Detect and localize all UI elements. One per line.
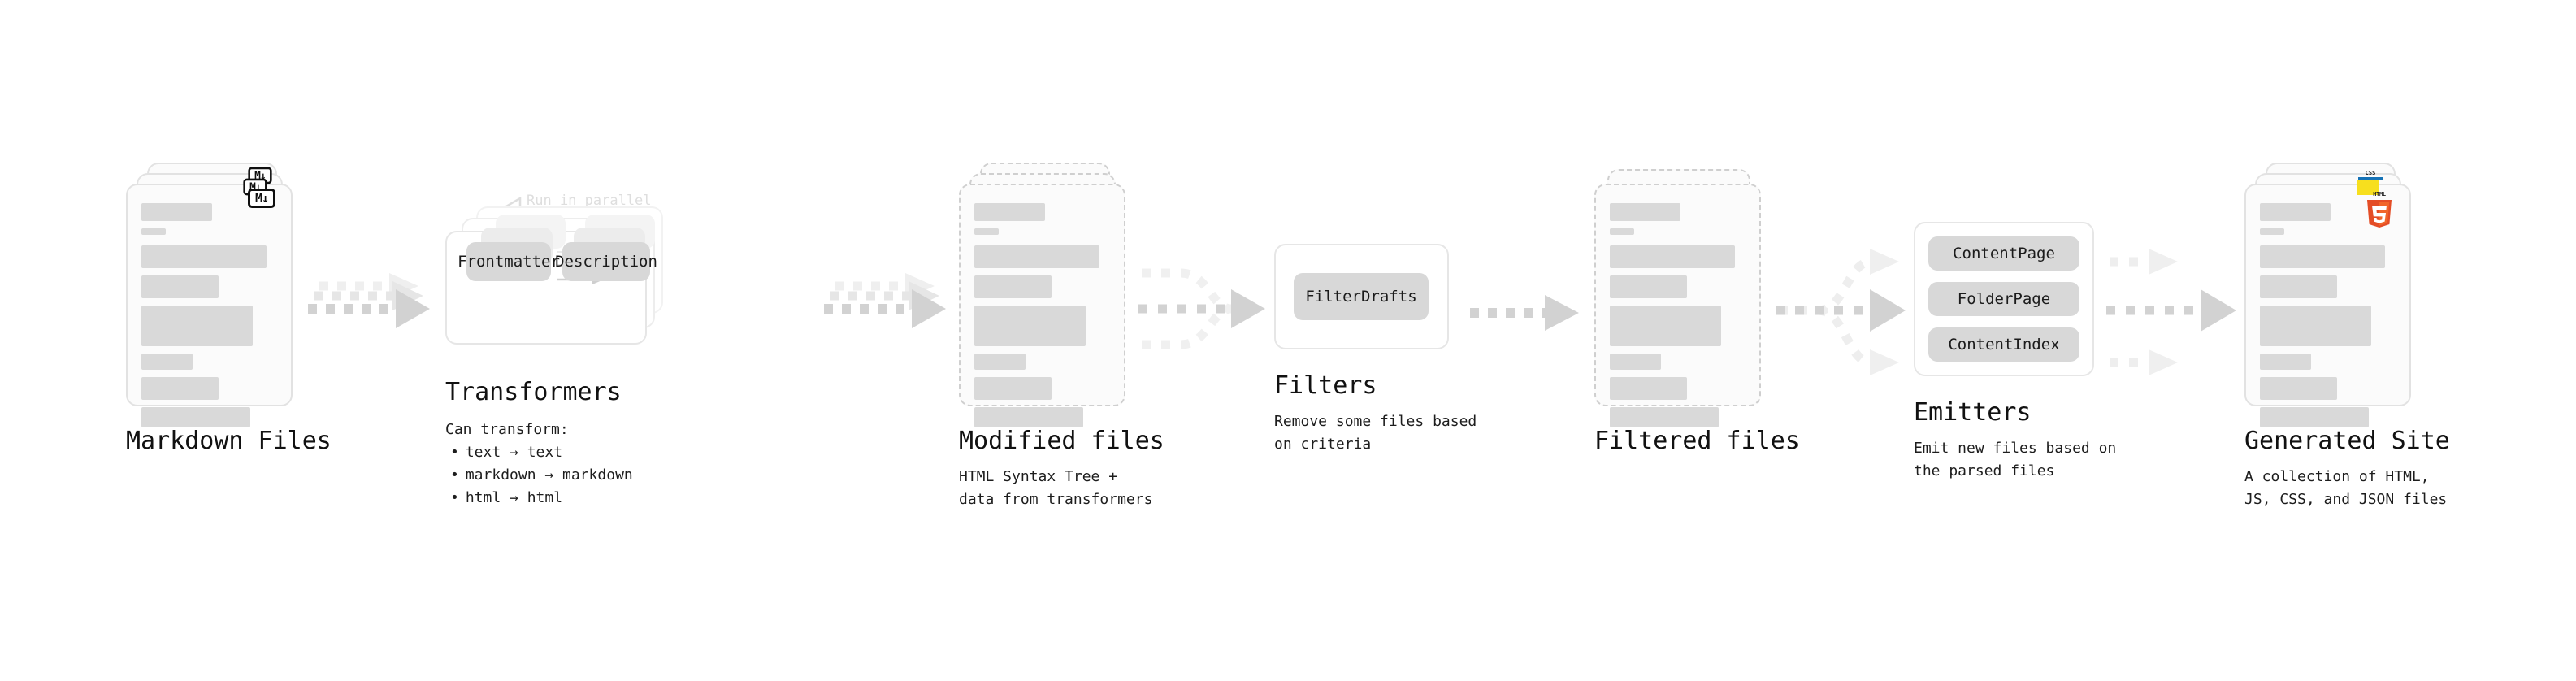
content-line [2260,228,2285,235]
content-line [141,203,212,221]
content-line [141,407,250,427]
filtered-card-front [1594,184,1761,427]
content-line [974,407,1083,427]
markdown-card-front [126,184,293,427]
stage-title-filtered-files: Filtered files [1594,427,1800,455]
content-line [1610,407,1719,427]
transformer-chip-frontmatter[interactable]: Frontmatter [458,242,560,281]
run-in-parallel-note: Run in parallel [527,193,652,209]
transformers-desc-head: Can transform: [445,421,569,438]
emitter-chip-contentpage[interactable]: ContentPage [1928,236,2079,271]
content-line [974,228,1000,235]
transformer-card-stack: . . . . Frontmatter Description [445,206,665,353]
stage-title-emitters: Emitters [1914,398,2032,427]
stage-markdown-files: M↓ M↓ M↓ Markdown Files [126,163,332,454]
stage-title-generated-site: Generated Site [2244,427,2450,455]
content-line [1610,228,1635,235]
connector-filters-to-filtered [1467,288,1589,337]
document-content [141,203,277,435]
content-line [141,377,219,400]
css3-badge: CSS [2358,167,2383,180]
document-content [2260,203,2396,435]
filtered-file-stack [1594,163,1765,427]
html5-badge-shield [2366,198,2393,229]
document-content [1610,203,1746,435]
list-item: html → html [445,487,665,510]
content-line [2260,407,2369,427]
emitters-description: Emit new files based on the parsed files [1914,440,2117,479]
css3-badge-bar [2358,177,2383,180]
content-line [974,354,1026,370]
generated-site-description: A collection of HTML, JS, CSS, and JSON … [2244,468,2448,508]
content-line [1610,306,1721,346]
content-line [141,228,167,235]
filters-card: FilterDrafts [1274,244,1449,349]
list-item: text → text [445,441,665,464]
stage-transformers: Run in parallel . . . . [445,189,665,510]
stage-emitters: ContentPage FolderPage ContentIndex Emit… [1914,222,2116,483]
connector-filtered-to-emitters [1776,244,1922,382]
content-line [1610,377,1688,400]
stage-generated-site: CSS HTML [2244,163,2450,511]
javascript-badge [2357,180,2379,195]
stage-filters: FilterDrafts Filters Remove some files b… [1274,244,1477,456]
stage-title-transformers: Transformers [445,378,622,406]
content-line [141,354,193,370]
markdown-file-stack: M↓ M↓ M↓ [126,163,297,427]
list-item: markdown → markdown [445,464,665,487]
document-content [974,203,1110,435]
content-line [2260,203,2331,221]
content-line [1610,275,1688,298]
content-line [2260,306,2371,346]
emitter-chip-contentindex[interactable]: ContentIndex [1928,327,2079,362]
content-line [1610,203,1680,221]
filter-chip-filterdrafts[interactable]: FilterDrafts [1294,273,1429,320]
css3-badge-label: CSS [2365,170,2376,176]
content-line [2260,354,2312,370]
stage-filtered-files: Filtered files [1594,163,1800,454]
modified-card-front [959,184,1125,427]
content-line [1610,245,1735,268]
content-line [141,275,219,298]
content-line [974,275,1052,298]
connector-markdown-to-transformers [305,268,435,349]
html5-badge: HTML [2365,192,2394,229]
modified-files-description: HTML Syntax Tree + data from transformer… [959,468,1153,508]
emitter-chip-folderpage[interactable]: FolderPage [1928,282,2079,316]
generated-site-stack: CSS HTML [2244,163,2415,427]
connector-transformers-to-modified [821,268,951,349]
markdown-badge: M↓ [248,189,275,208]
emitters-card: ContentPage FolderPage ContentIndex [1914,222,2094,376]
stage-title-markdown-files: Markdown Files [126,427,332,455]
content-line [141,306,253,346]
html5-badge-label: HTML [2373,191,2386,197]
connector-modified-to-filters [1134,258,1280,364]
content-line [2260,377,2338,400]
content-line [141,245,267,268]
content-line [974,377,1052,400]
transformer-chip-description[interactable]: Description [555,242,657,281]
content-line [2260,275,2338,298]
modified-file-stack [959,163,1130,427]
stage-modified-files: Modified files HTML Syntax Tree + data f… [959,163,1164,511]
transformers-description: Can transform: text → text markdown → ma… [445,419,665,510]
content-line [1610,354,1662,370]
content-line [974,203,1045,221]
stage-title-modified-files: Modified files [959,427,1164,455]
connector-emitters-to-site [2106,244,2253,382]
content-line [974,306,1086,346]
content-line [2260,245,2385,268]
stage-title-filters: Filters [1274,371,1377,400]
filters-description: Remove some files based on criteria [1274,413,1477,453]
content-line [974,245,1099,268]
transformers-capability-list: text → text markdown → markdown html → h… [445,441,665,510]
